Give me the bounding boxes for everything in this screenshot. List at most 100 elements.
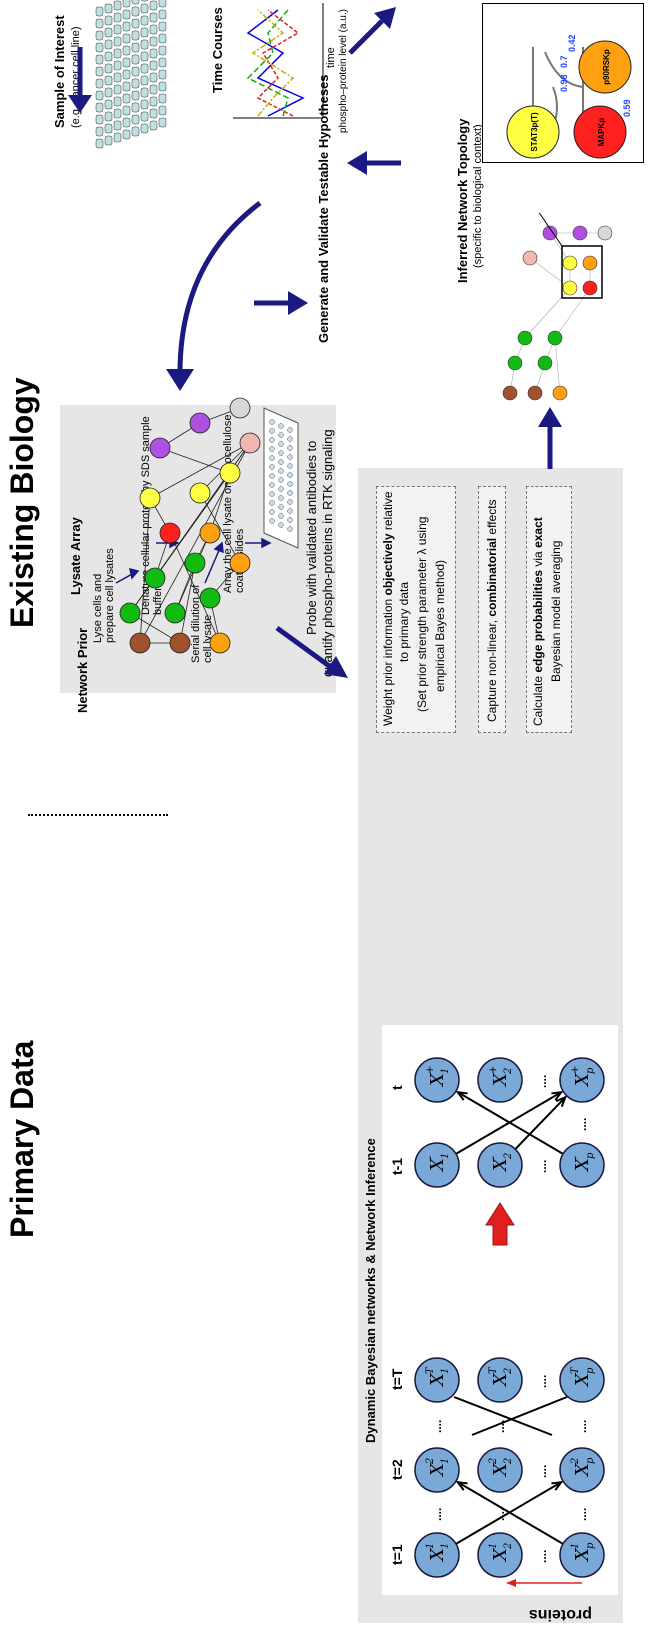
dbn-node-sub: 1 (440, 1368, 451, 1374)
box3-line1: Calculate edge probabilities via exact (531, 517, 545, 726)
arrow-hypotheses-to-prior (166, 201, 262, 391)
plate-well (158, 33, 167, 44)
plate-well (149, 84, 158, 95)
dbn-time-label: t=2 (389, 1459, 405, 1480)
plate-well (122, 69, 131, 80)
plate-well (158, 117, 167, 128)
plate-well (113, 48, 122, 59)
network-prior-graph (119, 397, 261, 654)
plate-well (104, 123, 113, 134)
dbn-node-sup: - (570, 1155, 581, 1159)
dbn-title: Dynamic Bayesian networks & Network Infe… (363, 1138, 378, 1443)
prior-edge (169, 532, 221, 644)
slide-spot (278, 441, 284, 447)
dbn-node-label: X (572, 1372, 593, 1388)
plate-well (149, 60, 158, 71)
arrow-prior-to-inference (275, 625, 348, 678)
plate-well (113, 60, 122, 71)
dbn-node-sup: + (488, 1066, 499, 1074)
plate-well (95, 42, 104, 53)
dbn-ellipsis: .... (430, 1508, 444, 1521)
plate-well (140, 51, 149, 62)
lysate-step-arrows (115, 407, 299, 584)
plate-well (149, 120, 158, 131)
dbn-node-sub: 1 (440, 1543, 451, 1549)
plate-well (95, 6, 104, 17)
plate-well (140, 111, 149, 122)
slide-spot (278, 486, 284, 492)
slide-spot (287, 508, 293, 514)
plate-well (104, 99, 113, 110)
transition-arrow (485, 1202, 515, 1246)
dbn-node-label: X (490, 1372, 511, 1388)
zoom-highlight-box (561, 245, 603, 299)
box3-pre: Calculate (531, 672, 545, 726)
plate-well (104, 87, 113, 98)
prior-node (164, 602, 186, 624)
heading-primary-data: Primary Data (4, 1040, 40, 1238)
zoom-graph: STAT3p(T) MAPKp p90RSKp 0.98 0.7 0.42 0.… (506, 34, 632, 159)
dbn-ellipsis: .... (535, 1465, 549, 1478)
plate-well (104, 75, 113, 86)
inferred-title: Inferred Network Topology (455, 118, 470, 283)
cell-culture-plate-icon (95, 0, 167, 149)
plate-well (140, 3, 149, 14)
slide-spot (269, 518, 275, 524)
plate-well (158, 9, 167, 20)
mini-node (572, 225, 588, 241)
plate-well (131, 114, 140, 125)
prior-node (119, 602, 141, 624)
edge-value-2: 0.7 (559, 55, 569, 68)
slide-spot (287, 427, 293, 433)
plate-well (113, 0, 122, 11)
slide-spot (269, 473, 275, 479)
dbn-node-sup: 1 (488, 1543, 499, 1549)
plate-well (113, 84, 122, 95)
slide-spot (278, 513, 284, 519)
prior-node (199, 522, 221, 544)
inferred-network-mini (502, 213, 613, 401)
plate-well (140, 0, 149, 2)
dbn-ellipsis: .... (430, 1420, 444, 1433)
plate-well (122, 129, 131, 140)
dbn-node-sub: p (585, 1457, 596, 1464)
box2-bold: combinatorial (485, 537, 499, 617)
node-p90rsk-label: p90RSKp (602, 49, 611, 85)
mini-node (547, 330, 563, 346)
plate-well (158, 93, 167, 104)
slide-spot (269, 455, 275, 461)
box3-mid: via (531, 547, 545, 570)
dbn-node-sub: 2 (503, 1458, 514, 1465)
box1-line3: (Set prior strength parameter λ using (415, 516, 429, 712)
box1-bold: objectively (381, 533, 395, 596)
plate-well (95, 90, 104, 101)
mini-node (562, 280, 578, 296)
prior-node (184, 552, 206, 574)
dbn-node-sub: p (585, 1067, 596, 1074)
dbn-node-label: X (572, 1157, 593, 1173)
timecourses-xlabel: time (325, 47, 337, 68)
plate-well (158, 105, 167, 116)
dbn-node-sub: 1 (440, 1153, 451, 1159)
dbn-node (477, 1142, 523, 1188)
dbn-node-sub: 2 (503, 1068, 514, 1075)
dbn-edge (453, 1396, 553, 1436)
dbn-node-sup: 2 (570, 1458, 581, 1465)
mini-node (562, 255, 578, 271)
slide-spot (269, 437, 275, 443)
arrow-sample-to-lysate (68, 47, 92, 113)
box3-bold1: edge probabilities (531, 569, 545, 673)
lysate-step5-line1: Probe with validated antibodies to (304, 440, 319, 635)
dbn-edge-head (551, 1090, 564, 1101)
plate-well (104, 51, 113, 62)
plate-well (158, 69, 167, 80)
dbn-node-label: X (427, 1547, 448, 1563)
plate-well (104, 39, 113, 50)
plate-well (149, 12, 158, 23)
plate-well (131, 90, 140, 101)
prior-node (149, 437, 171, 459)
box1-pre: Weight prior information (381, 595, 395, 726)
dbn-edge-head (455, 1480, 468, 1491)
box1-line4: empirical Bayes method) (433, 559, 447, 692)
plate-well (113, 108, 122, 119)
